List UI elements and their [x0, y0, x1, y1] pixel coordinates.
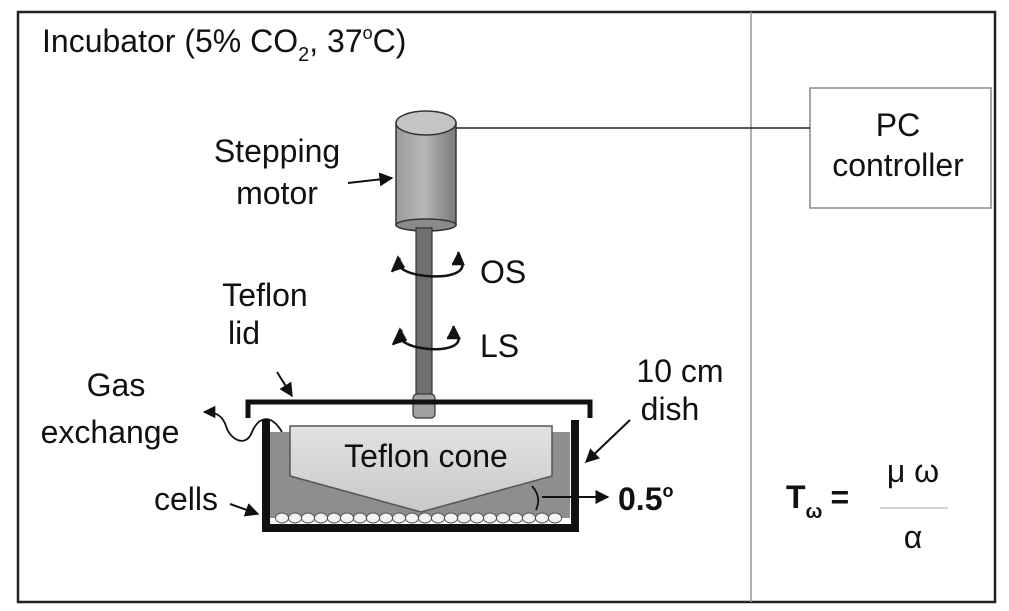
cell — [275, 512, 289, 524]
ls-rotation-arrow — [391, 325, 462, 351]
angle-label: 0.5o — [618, 481, 673, 517]
shaft-coupling — [412, 393, 436, 419]
cell — [431, 512, 445, 524]
cone-angle-arc — [531, 485, 540, 511]
equation-numerator: μ ω — [887, 453, 939, 489]
cell — [496, 512, 510, 524]
equation-denominator: α — [904, 519, 923, 555]
stepping-motor — [395, 110, 457, 232]
cell — [353, 512, 367, 524]
cell — [366, 512, 380, 524]
pc-controller-label-line2: controller — [832, 147, 964, 183]
dish-label-line2: dish — [641, 391, 700, 427]
cell — [301, 512, 315, 524]
lid-pointer-arrow — [276, 371, 293, 398]
stepping-motor-label-line2: motor — [236, 175, 318, 211]
motor-pointer-arrow — [347, 172, 394, 187]
culture-dish — [262, 420, 579, 532]
equation-lhs: Tω= — [786, 479, 849, 523]
cell-layer — [275, 512, 562, 524]
dish-label-line1: 10 cm — [636, 353, 723, 389]
os-label: OS — [480, 254, 526, 290]
stepping-motor-label-line1: Stepping — [214, 133, 340, 169]
teflon-lid — [245, 399, 593, 418]
cell — [444, 512, 458, 524]
gas-exchange-label-line1: Gas — [87, 367, 146, 403]
cell — [340, 512, 354, 524]
incubator-label: Incubator (5% CO2, 37oC) — [42, 23, 406, 66]
teflon-lid-label-line1: Teflon — [222, 277, 307, 313]
incubator-border — [16, 10, 997, 604]
cell — [457, 512, 471, 524]
cell — [379, 512, 393, 524]
cells-pointer-arrow — [229, 503, 260, 517]
cell — [327, 512, 341, 524]
teflon-cone-label: Teflon cone — [344, 438, 508, 474]
cell — [509, 512, 523, 524]
cell — [405, 512, 419, 524]
os-rotation-arrow — [390, 251, 465, 278]
gas-exchange-path — [202, 405, 283, 442]
teflon-lid-label-line2: lid — [228, 315, 260, 351]
cell — [314, 512, 328, 524]
pc-controller-box — [809, 87, 992, 209]
drive-shaft — [415, 227, 433, 397]
cell — [548, 512, 562, 524]
cell — [483, 512, 497, 524]
gas-exchange-label-line2: exchange — [41, 414, 180, 450]
cells-label: cells — [154, 481, 218, 517]
ls-label: LS — [480, 328, 519, 364]
pc-controller-label-line1: PC — [876, 107, 920, 143]
dish-pointer-arrow — [584, 419, 631, 463]
cell — [392, 512, 406, 524]
shear-stress-equation: Tω= μ ω α — [786, 453, 948, 555]
teflon-cone — [289, 425, 553, 513]
cell — [535, 512, 549, 524]
cell — [470, 512, 484, 524]
cell — [288, 512, 302, 524]
cell — [522, 512, 536, 524]
cell — [418, 512, 432, 524]
